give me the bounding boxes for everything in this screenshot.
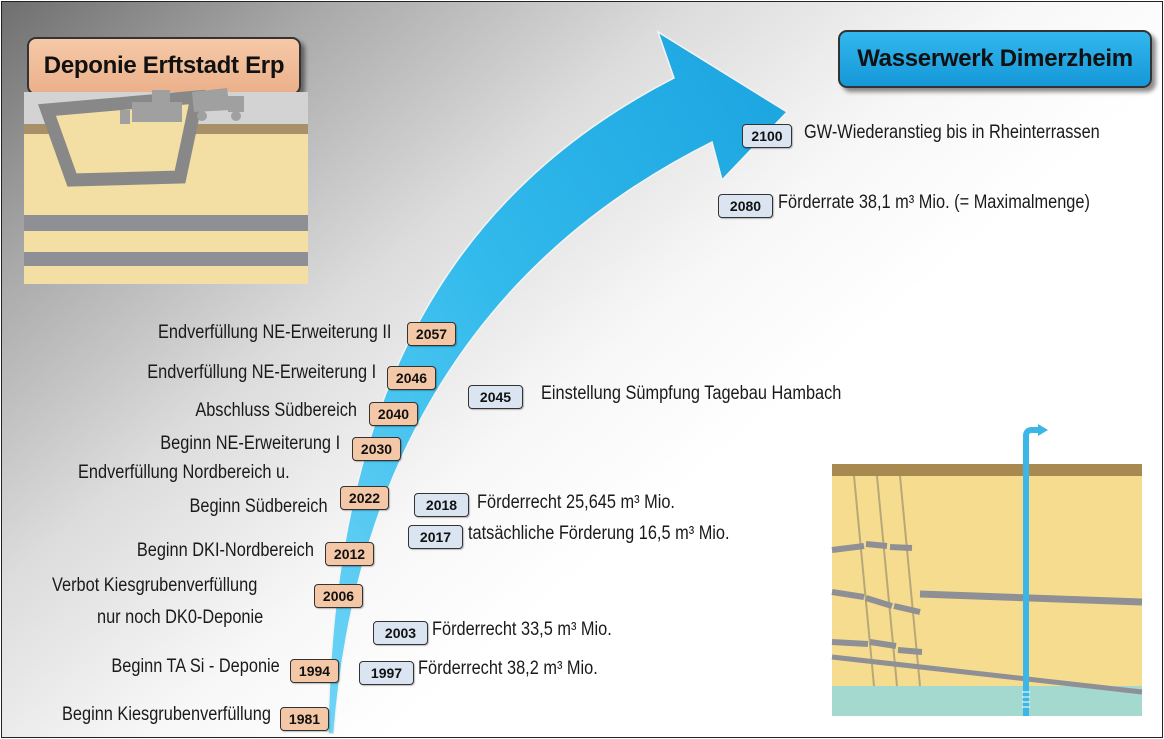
left-event-year: 2030 xyxy=(352,437,401,461)
left-event-year: 1994 xyxy=(290,659,339,683)
left-event-year: 2040 xyxy=(369,402,418,426)
left-event-label: Beginn Kiesgrubenverfüllung xyxy=(62,704,271,725)
right-event-year: 2017 xyxy=(408,525,463,549)
left-event-label-line1: Endverfüllung Nordbereich u. xyxy=(78,462,290,483)
left-event-year: 2012 xyxy=(325,542,374,566)
right-event-label: Förderrate 38,1 m³ Mio. (= Maximalmenge) xyxy=(778,192,1090,213)
right-event-label: Einstellung Sümpfung Tagebau Hambach xyxy=(541,383,842,404)
left-event-year: 2057 xyxy=(407,322,456,346)
right-event-year: 1997 xyxy=(359,661,414,685)
left-event-year: 1981 xyxy=(280,707,329,731)
right-event-year: 2100 xyxy=(742,124,792,148)
left-event-year: 2006 xyxy=(314,584,363,608)
landfill-title: Deponie Erftstadt Erp xyxy=(27,37,301,95)
left-event-label-line2: nur noch DK0-Deponie xyxy=(97,607,264,628)
left-event-label: Endverfüllung NE-Erweiterung II xyxy=(157,322,391,343)
bulldozer-icon xyxy=(120,90,182,124)
right-event-label: Förderrecht 25,645 m³ Mio. xyxy=(477,492,675,513)
right-event-year: 2018 xyxy=(414,493,469,517)
left-event-label-line1: Verbot Kiesgrubenverfüllung xyxy=(52,575,258,596)
left-event-year: 2046 xyxy=(387,366,436,390)
right-event-year: 2080 xyxy=(718,194,773,218)
left-event-label: Beginn TA Si - Deponie xyxy=(111,656,280,677)
right-event-year: 2045 xyxy=(468,385,523,409)
left-event-label: Abschluss Südbereich xyxy=(195,400,357,421)
waterworks-title: Wasserwerk Dimerzheim xyxy=(838,30,1152,88)
right-event-label: Förderrecht 33,5 m³ Mio. xyxy=(432,619,612,640)
left-event-year: 2022 xyxy=(340,486,389,510)
right-event-label: tatsächliche Förderung 16,5 m³ Mio. xyxy=(468,523,730,544)
left-event-label: Beginn NE-Erweiterung I xyxy=(160,433,340,454)
left-event-label: Beginn DKI-Nordbereich xyxy=(136,540,314,561)
left-event-label: Endverfüllung NE-Erweiterung I xyxy=(147,362,376,383)
right-event-label: GW-Wiederanstieg bis in Rheinterrassen xyxy=(804,122,1100,143)
dump-truck-icon xyxy=(192,88,244,121)
right-event-label: Förderrecht 38,2 m³ Mio. xyxy=(418,658,598,679)
right-event-year: 2003 xyxy=(373,621,428,645)
left-event-label-line2: Beginn Südbereich xyxy=(189,496,328,517)
